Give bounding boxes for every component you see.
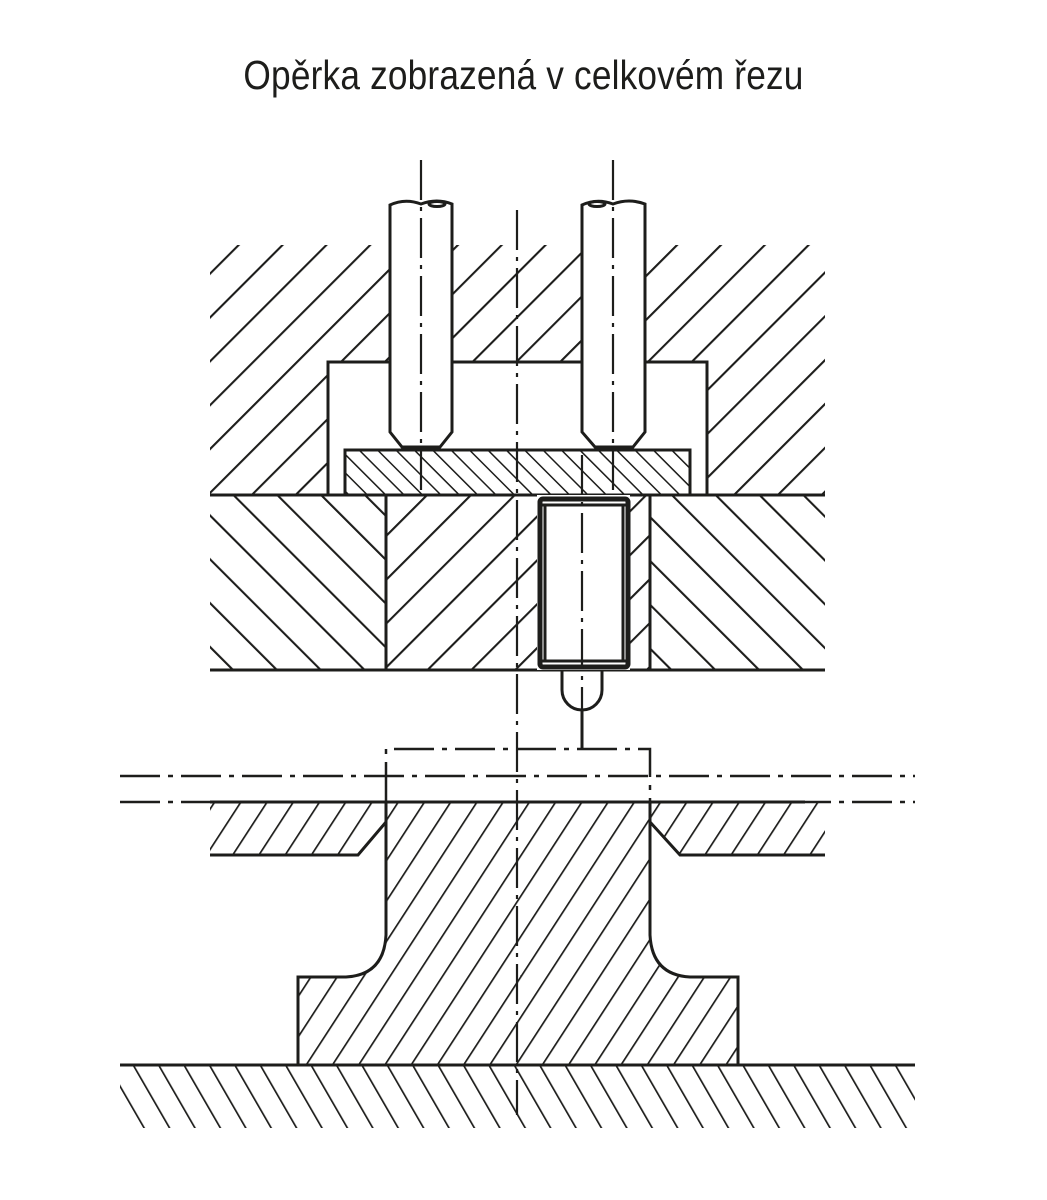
drawing-title: Opěrka zobrazená v celkovém řezu xyxy=(243,52,804,98)
spring-plunger xyxy=(537,496,631,712)
lower-plate-right xyxy=(648,800,825,857)
base-plate xyxy=(0,1063,1047,1200)
lower-plate-left xyxy=(210,800,388,857)
